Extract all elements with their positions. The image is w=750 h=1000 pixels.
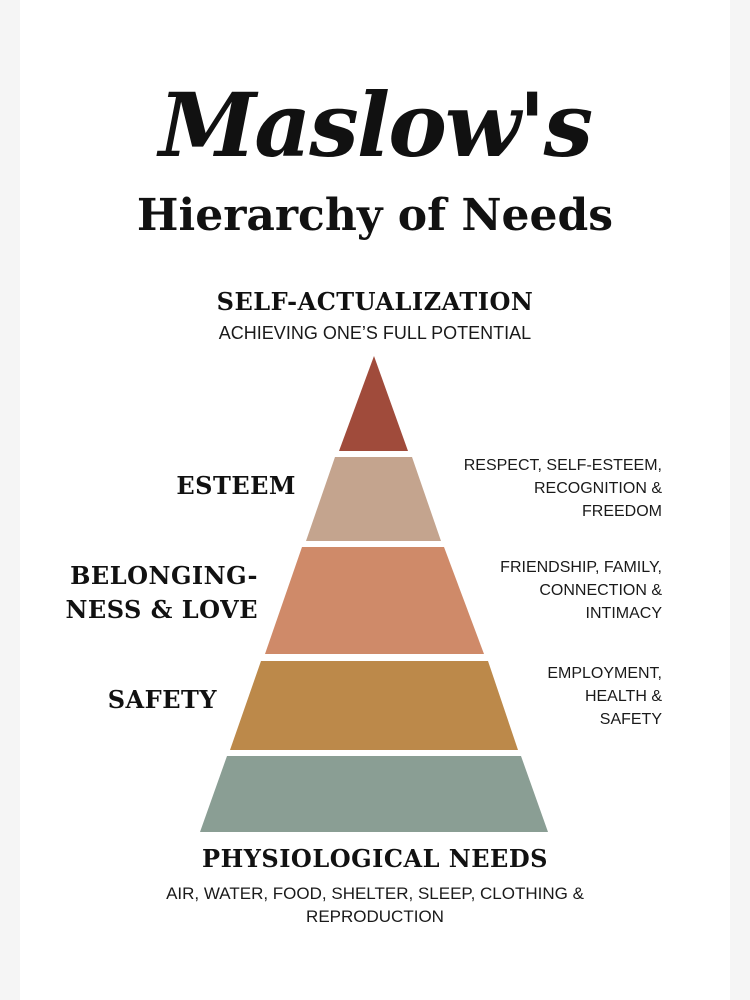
pyramid-tier-safety	[230, 661, 518, 750]
belongingness-label: BELONGING- NESS & LOVE	[65, 561, 258, 624]
safety-description: EMPLOYMENT, HEALTH & SAFETY	[547, 665, 662, 728]
pyramid-tier-physiological	[200, 756, 548, 832]
esteem-description: RESPECT, SELF-ESTEEM, RECOGNITION & FREE…	[463, 457, 662, 520]
title-script: Maslow's	[158, 73, 593, 177]
self-actualization-heading: SELF-ACTUALIZATION	[216, 287, 534, 316]
pyramid-tier-esteem	[306, 457, 441, 541]
pyramid-tier-self-actualization	[339, 356, 408, 451]
esteem-label: ESTEEM	[176, 471, 296, 500]
belongingness-description: FRIENDSHIP, FAMILY, CONNECTION & INTIMAC…	[500, 559, 662, 622]
physiological-heading: PHYSIOLOGICAL NEEDS	[202, 844, 548, 873]
self-actualization-description: ACHIEVING ONE’S FULL POTENTIAL	[218, 323, 532, 343]
title-subtitle: Hierarchy of Needs	[136, 190, 614, 241]
pyramid-tier-belongingness	[265, 547, 484, 654]
safety-label: SAFETY	[107, 685, 217, 714]
physiological-description: AIR, WATER, FOOD, SHELTER, SLEEP, CLOTHI…	[166, 884, 584, 926]
